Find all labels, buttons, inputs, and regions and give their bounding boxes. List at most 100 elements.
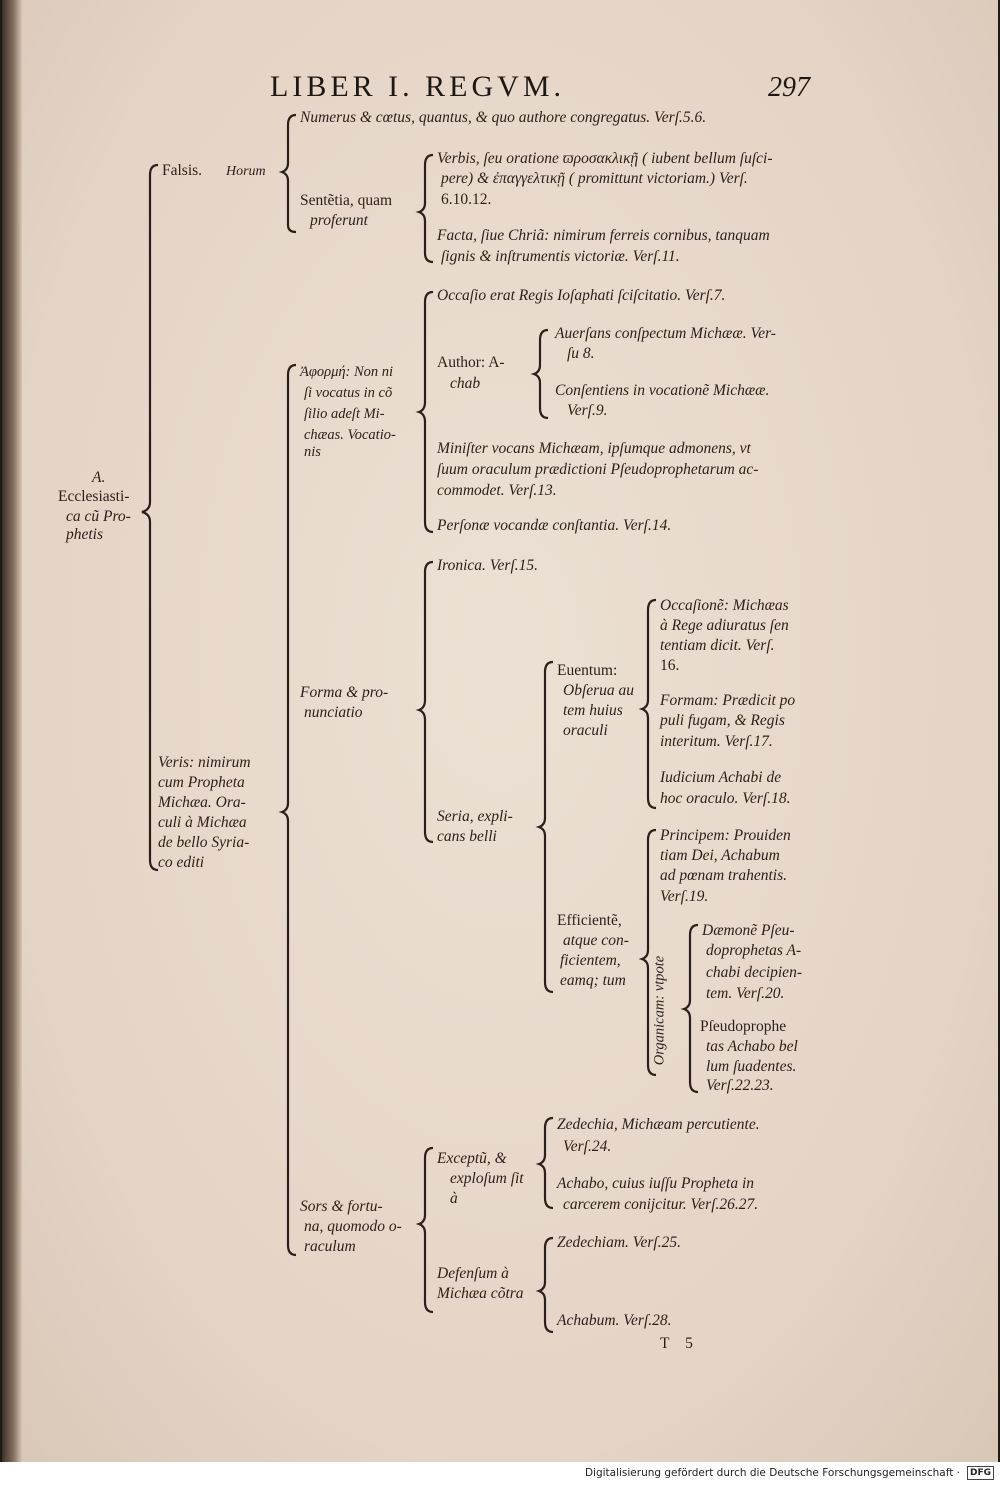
aphorme-label-1: Ἀφορμή: Non ni: [300, 364, 394, 380]
sententia-label-1: Sentẽtia, quam: [300, 192, 393, 209]
organicam-vertical-label: Organicam: vtpote: [651, 955, 668, 1066]
facta-line-1: Facta, ſiue Chriã: nimirum ferreis corni…: [437, 227, 770, 244]
bracket-root: [141, 163, 159, 872]
page-gutter: [2, 0, 22, 1462]
bracket-seria: [535, 660, 554, 994]
occasio-text: Occaſio erat Regis Ioſaphati ſciſcitatio…: [437, 287, 726, 304]
minister-line-3: commodet. Verſ.13.: [437, 482, 557, 499]
personae-text: Perſonæ vocandæ conſtantia. Verſ.14.: [437, 517, 672, 534]
bracket-author: [530, 328, 549, 420]
occasione-line-4: 16.: [660, 657, 680, 674]
veris-line-2: cum Propheta: [158, 774, 245, 791]
occasione-line-2: à Rege adiuratus ſen: [660, 617, 789, 634]
formam-line-3: interitum. Verſ.17.: [660, 733, 773, 750]
defensum-label-2: Michæa cõtra: [437, 1285, 524, 1302]
aphorme-label-2: ſi vocatus in cõ: [304, 385, 393, 401]
bracket-sententia: [415, 153, 434, 264]
efficiente-label-4: eamq; tum: [560, 972, 626, 989]
ironica-text: Ironica. Verſ.15.: [437, 557, 539, 574]
exceptu-label-3: à: [450, 1190, 458, 1207]
consentiens-line-1: Conſentiens in vocationẽ Michææ.: [555, 382, 770, 399]
veris-line-6: co editi: [158, 854, 205, 871]
daemone-line-2: doprophetas A-: [706, 942, 802, 959]
pseudo-line-1: Pſeudoprophe: [700, 1018, 787, 1035]
author-label-2: chab: [450, 375, 481, 392]
minister-line-2: ſuum oraculum prædictioni Pſeudopropheta…: [437, 461, 759, 478]
iudicium-line-1: Iudicium Achabi de: [660, 769, 782, 786]
running-title: LIBER I. REGVM.: [270, 70, 565, 103]
iudicium-line-2: hoc oraculo. Verſ.18.: [660, 790, 791, 807]
numerus-text: Numerus & cœtus, quantus, & quo authore …: [300, 109, 707, 126]
principem-line-4: Verſ.19.: [660, 888, 709, 905]
forma-label-1: Forma & pro-: [300, 684, 389, 701]
bracket-defensum: [535, 1236, 554, 1334]
facta-line-2: ſignis & inſtrumentis victoriæ. Verſ.11.: [441, 248, 680, 265]
daemone-line-3: chabi decipien-: [706, 964, 802, 981]
occasione-line-3: tentiam dicit. Verſ.: [660, 637, 775, 654]
root-label-2: Ecclesiasti-: [58, 488, 130, 505]
zedechiam-text: Zedechiam. Verſ.25.: [557, 1234, 681, 1251]
achabo-line-1: Achabo, cuius iuſſu Propheta in: [557, 1175, 755, 1192]
auersans-line-1: Auerſans conſpectum Michææ. Ver-: [555, 325, 776, 342]
consentiens-line-2: Verſ.9.: [567, 402, 608, 419]
principem-line-3: ad pœnam trahentis.: [660, 867, 788, 884]
efficiente-label-1: Efficientẽ,: [557, 912, 622, 929]
euentum-label-4: oraculi: [563, 722, 608, 739]
author-label-1: Author: A-: [437, 354, 505, 371]
bracket-aphorme: [415, 290, 434, 534]
zedechia-line-1: Zedechia, Michæam percutiente.: [557, 1116, 760, 1133]
zedechia-line-2: Verſ.24.: [563, 1138, 612, 1155]
principem-line-1: Principem: Prouiden: [660, 827, 791, 844]
seria-label-1: Seria, expli-: [437, 808, 513, 825]
pseudo-line-4: Verſ.22.23.: [706, 1077, 774, 1094]
euentum-label-2: Obſerua au: [563, 682, 635, 699]
exceptu-label-1: Exceptũ, &: [437, 1150, 507, 1167]
bracket-sors: [415, 1146, 434, 1314]
minister-line-1: Miniſter vocans Michæam, ipſumque admone…: [437, 440, 751, 457]
verbis-line-2: pere) & ἐπαγγελτικῇ ( promittunt victori…: [441, 170, 748, 187]
signature-mark: T 5: [660, 1335, 699, 1352]
page-number: 297: [768, 72, 810, 103]
occasione-line-1: Occaſionẽ: Michæas: [660, 597, 789, 614]
pseudo-line-2: tas Achabo bel: [706, 1038, 798, 1055]
bracket-euentum: [638, 598, 657, 810]
veris-line-5: de bello Syria-: [158, 834, 250, 851]
achabo-line-2: carcerem conijcitur. Verſ.26.27.: [563, 1196, 759, 1213]
bracket-organicam: [680, 923, 699, 1094]
bracket-falsis: [278, 113, 297, 234]
horum-label: Horum: [226, 164, 266, 179]
verbis-line-3: 6.10.12.: [441, 191, 492, 208]
efficiente-label-2: atque con-: [563, 932, 629, 949]
aphorme-label-4: chæas. Vocatio-: [304, 427, 396, 443]
sors-label-2: na, quomodo o-: [304, 1218, 402, 1235]
formam-line-1: Formam: Prædicit po: [660, 692, 796, 709]
daemone-line-4: tem. Verſ.20.: [706, 985, 785, 1002]
veris-line-4: culi à Michæa: [158, 814, 247, 831]
root-label-4: phetis: [66, 526, 104, 543]
bracket-efficiente: [638, 828, 657, 1077]
euentum-label-1: Euentum:: [557, 662, 618, 679]
falsis-label: Falsis.: [162, 162, 203, 179]
daemone-line-1: Dæmonẽ Pſeu-: [702, 922, 795, 939]
euentum-label-3: tem huius: [563, 702, 623, 719]
defensum-label-1: Defenſum à: [437, 1265, 509, 1282]
veris-line-1: Veris: nimirum: [158, 754, 251, 771]
achabum-text: Achabum. Verſ.28.: [557, 1312, 672, 1329]
formam-line-2: puli fugam, & Regis: [660, 712, 785, 729]
bracket-forma: [415, 560, 434, 844]
efficiente-label-3: ficientem,: [560, 952, 621, 969]
sors-label-1: Sors & fortu-: [300, 1198, 383, 1215]
veris-line-3: Michæa. Ora-: [158, 794, 246, 811]
principem-line-2: tiam Dei, Achabum: [660, 847, 780, 864]
pseudo-line-3: lum ſuadentes.: [706, 1058, 797, 1075]
verbis-line-1: Verbis, ſeu oratione ϖροσακλικῇ ( iubent…: [437, 150, 773, 167]
exceptu-label-2: exploſum ſit: [450, 1170, 524, 1187]
aphorme-label-3: ſilio adeſt Mi-: [304, 406, 385, 422]
bracket-veris: [278, 363, 297, 1257]
dfg-logo: DFG: [966, 1466, 994, 1480]
forma-label-2: nunciatio: [304, 704, 363, 721]
root-label-1: A.: [92, 469, 106, 486]
sors-label-3: raculum: [304, 1238, 356, 1255]
